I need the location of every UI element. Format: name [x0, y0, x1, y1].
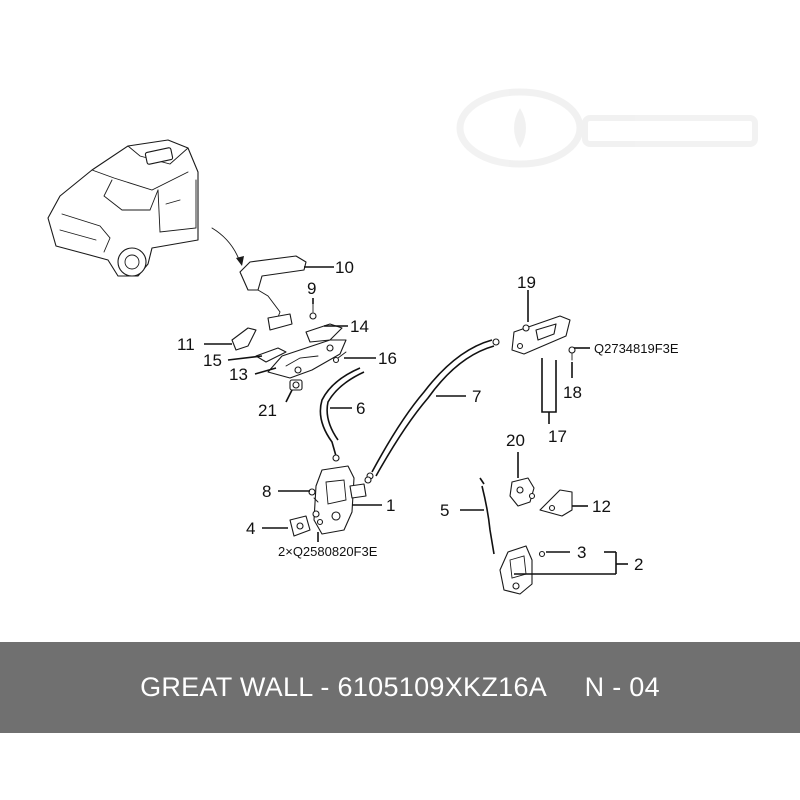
part-21-cylinder — [289, 379, 303, 391]
part-13-handle-bracket — [267, 339, 347, 379]
watermark-logo — [456, 88, 758, 168]
callout-9: 9 — [307, 279, 316, 298]
footer-separator: - — [312, 672, 338, 702]
part-2-latch — [499, 545, 533, 595]
arrowhead-icon — [236, 256, 244, 266]
part-20-actuator — [509, 477, 536, 507]
callout-18: 18 — [563, 383, 582, 402]
part-12-cover — [539, 489, 573, 517]
part-19-inner-handle — [511, 315, 571, 355]
callout-17: 17 — [548, 427, 567, 446]
footer-brand: GREAT WALL — [140, 672, 313, 702]
part-code-screw: 2×Q2580820F3E — [278, 544, 378, 559]
callout-6: 6 — [356, 399, 365, 418]
footer-band: GREAT WALL - 6105109XKZ16A N - 04 — [0, 642, 800, 733]
footer-page-ref: N - 04 — [584, 672, 660, 702]
callout-21: 21 — [258, 401, 277, 420]
part-11-escutcheon — [231, 327, 257, 351]
leader-lines — [204, 266, 628, 575]
callout-15: 15 — [203, 351, 222, 370]
callout-19: 19 — [517, 273, 536, 292]
callout-7: 7 — [472, 387, 481, 406]
car-illustration — [47, 139, 199, 277]
callout-12: 12 — [592, 497, 611, 516]
part-1-door-lock — [313, 465, 372, 535]
part-3-screw — [538, 550, 546, 558]
callout-1: 1 — [386, 496, 395, 515]
part-9-screw — [309, 301, 317, 320]
part-4-bracket — [289, 510, 324, 537]
part-15-gasket — [255, 347, 287, 363]
footer-part-number: 6105109XKZ16A — [337, 672, 546, 702]
callout-2: 2 — [634, 555, 643, 574]
callout-20: 20 — [506, 431, 525, 450]
part-8-screw — [308, 488, 319, 503]
callout-4: 4 — [246, 519, 255, 538]
callout-10: 10 — [335, 258, 354, 277]
footer-gap — [546, 672, 585, 702]
callout-13: 13 — [229, 365, 248, 384]
part-18-bolt — [568, 346, 576, 361]
part-6-rod — [319, 367, 365, 462]
part-5-rod — [479, 477, 495, 555]
part-16-clip — [332, 351, 347, 364]
pointer-arrow — [211, 227, 241, 263]
callout-16: 16 — [378, 349, 397, 368]
callout-3: 3 — [577, 543, 586, 562]
footer-caption: GREAT WALL - 6105109XKZ16A N - 04 — [140, 672, 660, 703]
part-10-outer-handle — [239, 255, 307, 331]
callout-14: 14 — [350, 317, 369, 336]
part-code-bolt: Q2734819F3E — [594, 341, 679, 356]
callout-8: 8 — [262, 482, 271, 501]
callout-11: 11 — [177, 335, 195, 354]
callout-5: 5 — [440, 501, 449, 520]
part-7-cable — [366, 338, 500, 480]
